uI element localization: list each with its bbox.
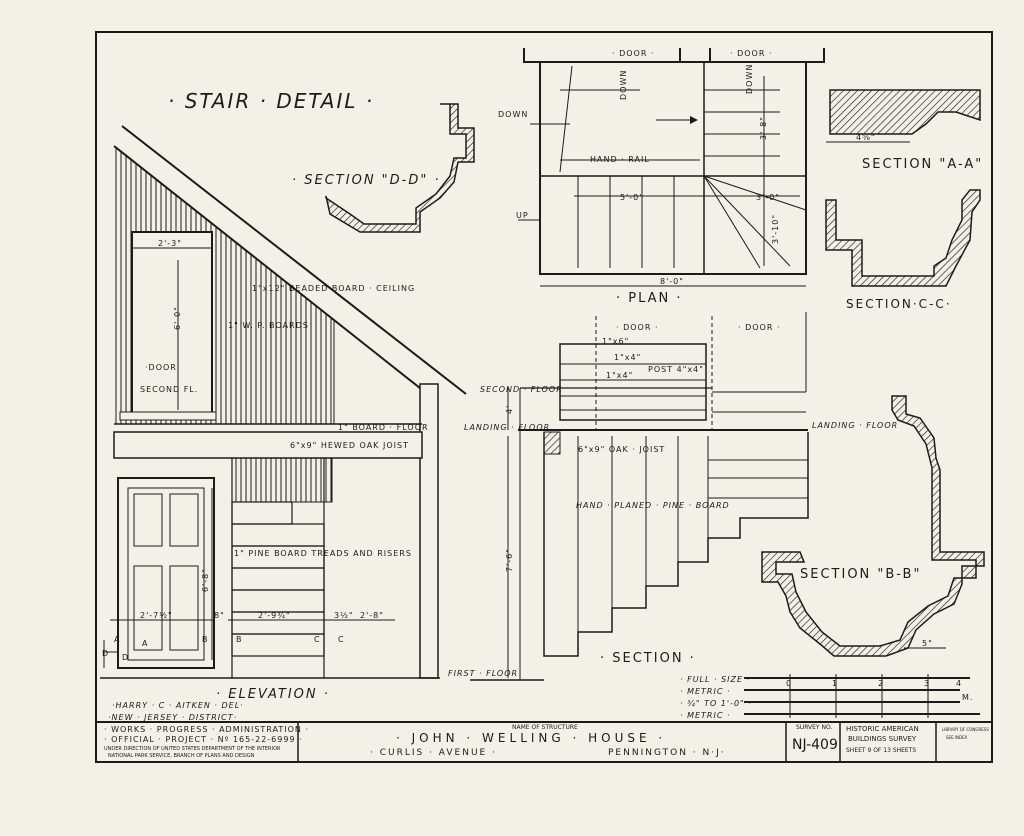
mark-b-1: B xyxy=(202,635,209,644)
dim-e2: 2'-8" xyxy=(360,611,384,620)
dim-plan-total: 8'-0" xyxy=(660,277,684,286)
plan-view xyxy=(518,48,825,287)
scale-m-label: M. xyxy=(962,693,973,702)
mark-a-1: A xyxy=(114,635,120,644)
title-block xyxy=(95,721,993,763)
label-down-3: DOWN xyxy=(745,64,754,94)
label-rail-3: 1"x4" xyxy=(606,371,633,380)
dim-door-width: 2'-3" xyxy=(158,239,182,248)
dim-plan-top: 3'-8" xyxy=(759,116,768,140)
upper-door-opening xyxy=(131,231,213,419)
label-second-floor: SECOND · FLOOR xyxy=(480,385,563,394)
scale-num-0: 0 xyxy=(786,679,792,688)
dim-plan-right: 3'-0" xyxy=(756,193,780,202)
label-door-section-2: · DOOR · xyxy=(738,323,780,332)
dim-lower-door-width: 2'-7½" xyxy=(140,611,173,620)
label-down-2: DOWN xyxy=(619,70,628,100)
dim-stair-width: 2'-9¾" xyxy=(258,611,291,620)
wpa-line-3: UNDER DIRECTION OF UNITED STATES DEPARTM… xyxy=(104,746,281,752)
wpa-line-2: · OFFICIAL · PROJECT · Nº 165-22-6999 · xyxy=(104,735,303,744)
scale-num-4: 4 xyxy=(956,679,962,688)
mark-d-1: D xyxy=(102,649,109,658)
graphic-scale xyxy=(744,674,980,718)
label-oak-joist: 6"x9" OAK · JOIST xyxy=(578,445,665,454)
dim-section-lower: 7'-6" xyxy=(505,548,514,572)
dim-bb: 5" xyxy=(922,639,933,648)
label-hand-planed: HAND · PLANED · PINE · BOARD xyxy=(576,501,730,510)
label-up: UP xyxy=(516,211,529,220)
label-plan: · PLAN · xyxy=(616,291,683,306)
label-down-1: DOWN xyxy=(498,110,528,119)
drawing-title: · STAIR · DETAIL · xyxy=(168,89,374,113)
mark-b-2: B xyxy=(236,635,243,644)
label-door-elevation: ·DOOR· xyxy=(145,363,180,372)
loc-line-1: LIBRARY OF CONGRESS xyxy=(942,727,989,732)
scale-num-3: 3 xyxy=(924,679,930,688)
dim-e1: 3½" xyxy=(334,611,354,620)
label-first-floor: FIRST · FLOOR xyxy=(448,669,518,678)
dim-door-height: 6'-0" xyxy=(173,306,182,330)
section-view xyxy=(470,312,809,681)
label-door-section-1: · DOOR · xyxy=(616,323,658,332)
credit-district: ·NEW · JERSEY · DISTRICT· xyxy=(108,713,237,722)
section-aa-profile xyxy=(829,89,981,135)
scale-full-size: · FULL · SIZE · xyxy=(680,675,750,684)
section-bb-profile xyxy=(761,395,985,657)
structure-name: · JOHN · WELLING · HOUSE · xyxy=(396,731,666,745)
note-beaded-ceiling: 1"x12" BEADED BOARD · CEILING xyxy=(252,284,415,293)
scale-metric-2: · METRIC · xyxy=(680,711,731,720)
label-landing-floor-right: LANDING · FLOOR xyxy=(812,421,898,430)
label-rail-2: 1"x4" xyxy=(614,353,641,362)
mark-a-2: A xyxy=(142,639,148,648)
dim-plan-depth: 3'-10" xyxy=(771,214,780,244)
mark-d-2: D xyxy=(122,653,129,662)
note-pine-treads: 1" PINE BOARD TREADS AND RISERS xyxy=(234,549,412,558)
wpa-line-1: · WORKS · PROGRESS · ADMINISTRATION · xyxy=(104,725,309,734)
loc-line-2: SEE INDEX xyxy=(946,735,968,740)
lower-door xyxy=(117,477,215,669)
survey-number: NJ-409 xyxy=(792,737,838,753)
credit-del: ·HARRY · C · AITKEN · DEL· xyxy=(112,701,244,710)
label-landing-floor-left: LANDING · FLOOR xyxy=(464,423,550,432)
label-section: · SECTION · xyxy=(600,651,696,666)
label-section-bb: SECTION "B-B" xyxy=(800,567,921,582)
habs-line-2: BUILDINGS SURVEY xyxy=(848,735,917,743)
scale-num-2: 2 xyxy=(878,679,884,688)
dim-lower-door-height: 6'-8" xyxy=(201,568,210,592)
note-board-floor: 1" BOARD · FLOOR xyxy=(338,423,429,432)
label-section-cc: SECTION·C-C· xyxy=(846,297,952,311)
survey-no-label: SURVEY NO. xyxy=(796,724,832,731)
mark-c-2: C xyxy=(338,635,345,644)
elevation-view xyxy=(100,125,467,679)
label-section-aa: SECTION "A-A" xyxy=(862,157,983,172)
label-door-plan-2: · DOOR · xyxy=(730,49,772,58)
note-hewed-joist: 6"x9" HEWED OAK JOIST xyxy=(290,441,409,450)
wpa-line-4: NATIONAL PARK SERVICE, BRANCH OF PLANS A… xyxy=(108,753,255,759)
label-door-plan-1: · DOOR · xyxy=(612,49,654,58)
note-wp-boards: 1" W. P. BOARDS xyxy=(228,321,309,330)
label-second-fl: SECOND FL. xyxy=(140,385,198,394)
scale-quarter: · ¾" TO 1'-0" · xyxy=(680,699,752,708)
section-dd-profile xyxy=(325,103,475,233)
dim-plan-left: 5'-0" xyxy=(620,193,644,202)
scale-metric-1: · METRIC · xyxy=(680,687,731,696)
dim-aa: 4⅝" xyxy=(856,133,876,142)
section-cc-profile xyxy=(825,189,981,287)
label-elevation: · ELEVATION · xyxy=(216,687,330,702)
habs-line-1: HISTORIC AMERICAN xyxy=(846,725,919,733)
dim-e3: 8" xyxy=(214,611,225,620)
sheet-number: SHEET 9 OF 13 SHEETS xyxy=(846,747,916,754)
label-rail-1: 1"x6" xyxy=(602,337,629,346)
label-hand-rail: HAND · RAIL xyxy=(590,155,650,164)
name-of-structure-label: NAME OF STRUCTURE xyxy=(512,724,578,731)
scale-num-1: 1 xyxy=(832,679,838,688)
label-post: POST 4"x4" xyxy=(648,365,704,374)
mark-c-1: C xyxy=(314,635,321,644)
dim-section-upper: 4' xyxy=(505,405,514,414)
structure-town: PENNINGTON · N·J· xyxy=(608,748,726,758)
structure-street: · CURLIS · AVENUE · xyxy=(370,748,497,758)
label-section-dd: · SECTION "D-D" · xyxy=(292,173,441,188)
